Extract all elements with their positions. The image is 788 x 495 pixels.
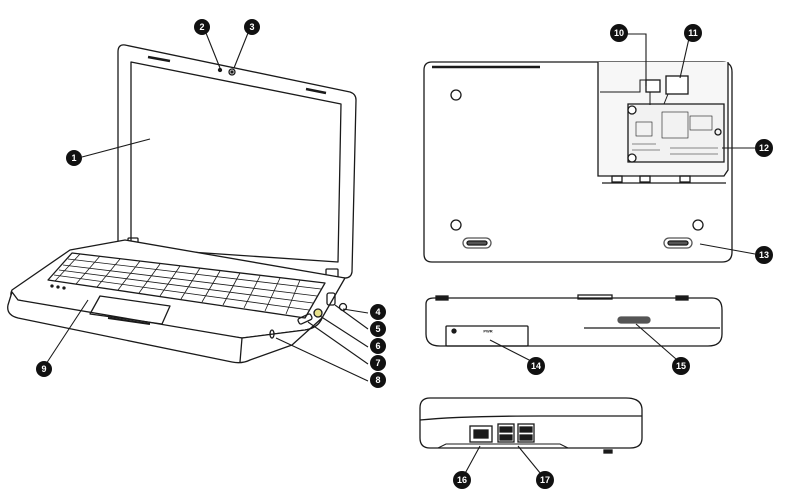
callout-7: 7 (370, 355, 386, 371)
board-screw (627, 153, 637, 163)
callout-6: 6 (370, 338, 386, 354)
touchpad (89, 295, 171, 325)
svg-text:17: 17 (540, 475, 550, 485)
svg-text:16: 16 (457, 475, 467, 485)
svg-text:14: 14 (531, 361, 541, 371)
compute-module-board (627, 103, 725, 163)
board-screw (627, 105, 637, 115)
callout-10: 10 (610, 24, 628, 42)
laptop-base-front (7, 291, 323, 364)
callout-3: 3 (244, 19, 260, 35)
laptop-side-view (419, 397, 643, 454)
laptop-lid (117, 44, 357, 279)
kensington-lock (269, 329, 275, 339)
laptop-screen (130, 61, 342, 263)
battery-connector (665, 75, 689, 95)
svg-text:5: 5 (375, 324, 380, 334)
power-button-label: PWR (483, 329, 492, 334)
callout-1: 1 (66, 150, 82, 166)
svg-text:9: 9 (41, 364, 46, 374)
sd-slot (297, 313, 313, 325)
svg-text:7: 7 (375, 358, 380, 368)
screw (450, 219, 462, 231)
svg-text:1: 1 (71, 153, 76, 163)
callout-14: 14 (527, 357, 545, 375)
screw (692, 219, 704, 231)
screw (450, 89, 462, 101)
callout-8: 8 (370, 372, 386, 388)
power-port (326, 292, 336, 306)
svg-text:4: 4 (375, 307, 380, 317)
callout-13: 13 (755, 246, 773, 264)
laptop-front-view (7, 44, 357, 364)
keyboard-keys (53, 253, 322, 315)
speaker-grill-left (462, 237, 492, 249)
svg-text:11: 11 (688, 28, 698, 38)
svg-text:13: 13 (759, 250, 769, 260)
svg-text:3: 3 (249, 22, 254, 32)
callout-markers: 1 2 3 4 5 6 7 8 9 10 11 12 13 14 15 16 1… (36, 19, 773, 489)
svg-text:12: 12 (759, 143, 769, 153)
speaker-grill-right (663, 237, 693, 249)
svg-text:10: 10 (614, 28, 624, 38)
callout-5: 5 (370, 321, 386, 337)
camera-lens (228, 68, 236, 76)
power-button-panel (445, 325, 529, 347)
laptop-bottom-view (423, 61, 733, 263)
audio-jack (313, 308, 323, 318)
callout-4: 4 (370, 304, 386, 320)
laptop-front-edge-view: PWR (425, 294, 723, 347)
callout-2: 2 (194, 19, 210, 35)
svg-text:2: 2 (199, 22, 204, 32)
callout-9: 9 (36, 361, 52, 377)
callout-11: 11 (684, 24, 702, 42)
usb-ports (497, 423, 535, 443)
wifi-module (645, 79, 661, 93)
front-speaker-grill (617, 316, 651, 324)
svg-text:15: 15 (676, 361, 686, 371)
callout-16: 16 (453, 471, 471, 489)
callout-17: 17 (536, 471, 554, 489)
svg-text:8: 8 (375, 375, 380, 385)
callout-15: 15 (672, 357, 690, 375)
callout-12: 12 (755, 139, 773, 157)
microphone (217, 67, 223, 73)
svg-text:6: 6 (375, 341, 380, 351)
